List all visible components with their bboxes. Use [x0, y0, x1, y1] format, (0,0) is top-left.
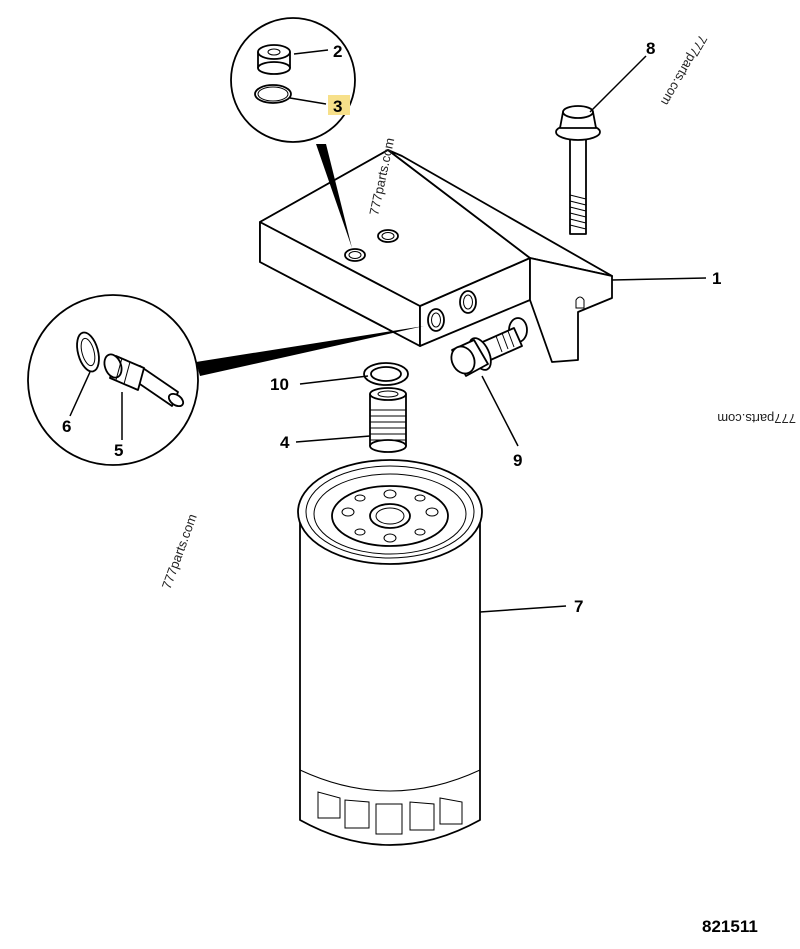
callout-7[interactable]: 7: [574, 597, 583, 616]
bolt-9[interactable]: [447, 327, 523, 377]
callout-10[interactable]: 10: [270, 375, 289, 394]
filter-canister-7[interactable]: [297, 459, 483, 846]
callout-6[interactable]: 6: [62, 417, 71, 436]
callout-2[interactable]: 2: [333, 42, 342, 61]
filter-head-bracket[interactable]: [259, 149, 613, 363]
detail-circle-left: [27, 294, 424, 466]
callout-3[interactable]: 3: [333, 97, 342, 116]
washer-10[interactable]: [363, 362, 409, 386]
callout-4[interactable]: 4: [280, 433, 290, 452]
washer-6[interactable]: [73, 330, 103, 374]
callout-3-highlight: [328, 95, 350, 115]
sensor-5[interactable]: [101, 352, 185, 409]
leader-lines: [69, 49, 707, 613]
document-number: 821511: [702, 917, 758, 936]
o-ring-3[interactable]: [254, 84, 292, 104]
watermark: 777parts.com: [717, 411, 796, 426]
callout-5[interactable]: 5: [114, 441, 123, 460]
callout-9[interactable]: 9: [513, 451, 522, 470]
callout-8[interactable]: 8: [646, 39, 655, 58]
watermark: 777parts.com: [658, 33, 710, 109]
bolt-8[interactable]: [555, 105, 601, 235]
detail-circle-upper: [230, 17, 356, 248]
callout-1[interactable]: 1: [712, 269, 721, 288]
watermark: 777parts.com: [159, 512, 200, 591]
adapter-4[interactable]: [369, 387, 407, 453]
plug-2[interactable]: [257, 44, 291, 75]
